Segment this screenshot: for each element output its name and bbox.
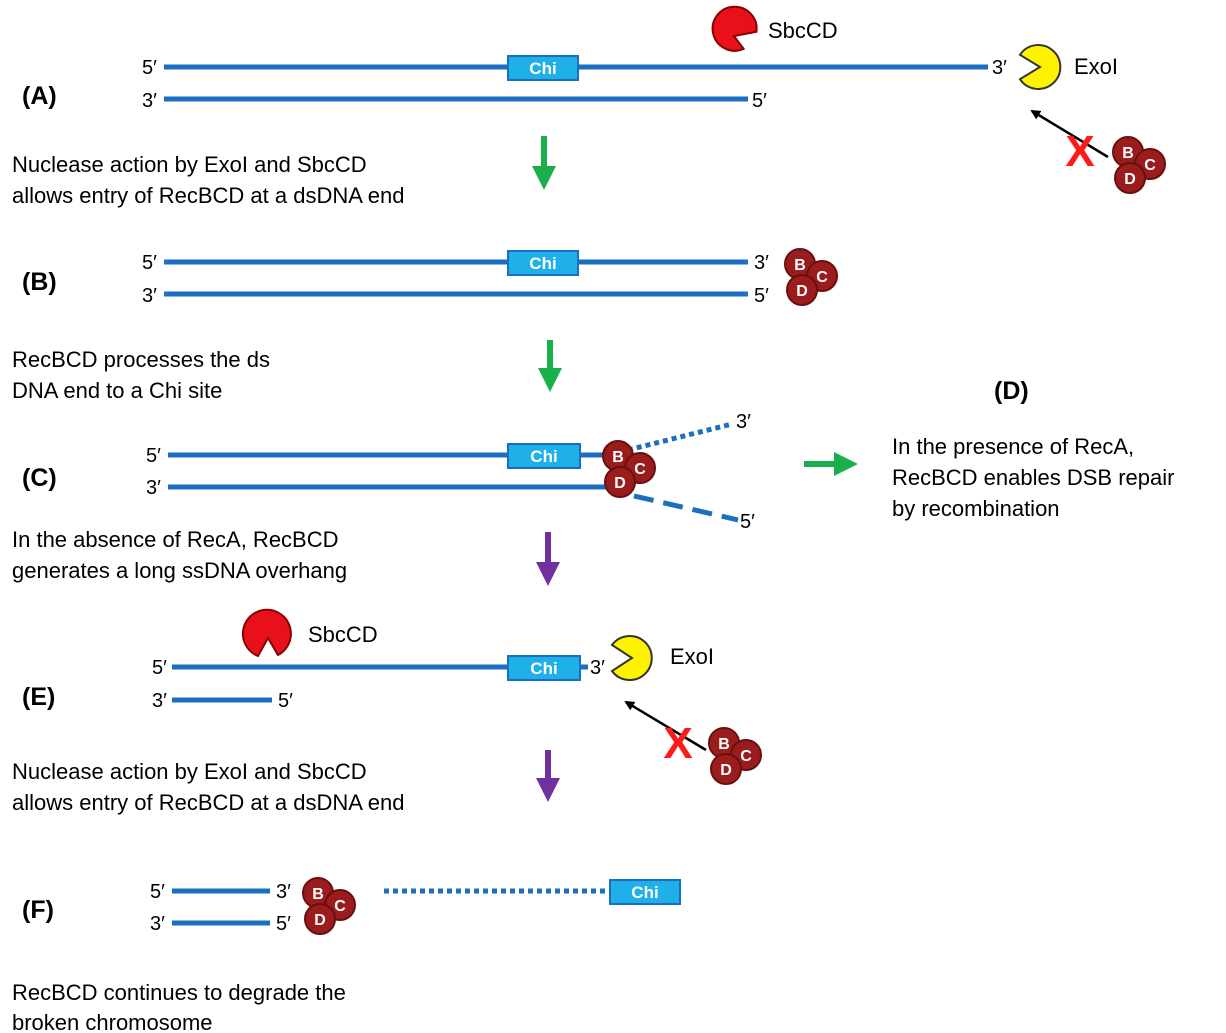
panel-d: (D) In the presence of RecA, RecBCD enab…	[892, 377, 1174, 521]
three-prime-label: 3′	[142, 285, 157, 307]
sbccd-label: SbcCD	[308, 622, 378, 647]
panel-c-label: (C)	[22, 464, 57, 492]
down-arrow-icon	[536, 532, 560, 586]
panel-d-label: (D)	[994, 377, 1029, 405]
panel-e: (E) 5′ 3′ 5′ 3′ Chi SbcCD ExoI X	[22, 608, 762, 785]
panel-e-label: (E)	[22, 683, 55, 711]
blocked-x-icon: X	[1065, 127, 1094, 176]
sbccd-nuclease-icon	[241, 608, 292, 658]
three-prime-label: 3′	[992, 57, 1007, 79]
five-prime-label: 5′	[740, 511, 755, 533]
svg-text:RecBCD enables DSB repair: RecBCD enables DSB repair	[892, 465, 1174, 490]
svg-text:Nuclease action by ExoI and Sb: Nuclease action by ExoI and SbcCD	[12, 759, 367, 784]
ssdna-3prime-overhang	[627, 421, 733, 453]
svg-text:generates a long ssDNA overhan: generates a long ssDNA overhang	[12, 558, 347, 583]
sbccd-label: SbcCD	[768, 18, 838, 43]
panel-f-label: (F)	[22, 896, 54, 924]
panel-f: (F) 5′ 3′ 3′ 5′ Chi	[22, 877, 681, 935]
svg-text:by recombination: by recombination	[892, 496, 1060, 521]
exoi-nuclease-icon	[610, 635, 653, 681]
chi-site: Chi	[507, 250, 579, 276]
three-prime-label: 3′	[142, 90, 157, 112]
five-prime-label: 5′	[150, 881, 165, 903]
chi-site: Chi	[507, 443, 581, 469]
svg-text:Chi: Chi	[529, 59, 556, 78]
panel-a: (A) 5′ 3′ 5′ 3′ Chi SbcCD ExoI X	[22, 5, 1166, 194]
caption-f: RecBCD continues to degrade the broken c…	[12, 980, 346, 1033]
svg-text:Chi: Chi	[530, 659, 557, 678]
recbcd-complex-icon	[1112, 136, 1166, 194]
down-arrow-icon	[536, 750, 560, 802]
exoi-label: ExoI	[1074, 54, 1118, 79]
five-prime-label: 5′	[152, 657, 167, 679]
down-arrow-icon	[538, 340, 562, 392]
svg-text:Chi: Chi	[529, 254, 556, 273]
three-prime-label: 3′	[276, 881, 291, 903]
caption-e: Nuclease action by ExoI and SbcCD allows…	[12, 759, 405, 815]
recbcd-complex-icon	[784, 248, 838, 306]
svg-text:Nuclease action by ExoI and Sb: Nuclease action by ExoI and SbcCD	[12, 152, 367, 177]
svg-text:broken chromosome: broken chromosome	[12, 1010, 213, 1033]
exoi-label: ExoI	[670, 644, 714, 669]
three-prime-label: 3′	[150, 913, 165, 935]
exoi-nuclease-icon	[1018, 44, 1062, 90]
blocked-x-icon: X	[663, 719, 692, 768]
chi-site: Chi	[609, 879, 681, 905]
five-prime-label: 5′	[142, 252, 157, 274]
svg-text:RecBCD continues to degrade th: RecBCD continues to degrade the	[12, 980, 346, 1005]
panel-a-label: (A)	[22, 82, 57, 110]
three-prime-label: 3′	[736, 411, 751, 433]
ssdna-5prime-overhang	[633, 493, 739, 523]
svg-text:In the absence of RecA, RecBCD: In the absence of RecA, RecBCD	[12, 527, 339, 552]
blocked-entry-arrow	[1030, 109, 1109, 159]
chi-site: Chi	[507, 655, 581, 681]
chi-site: Chi	[507, 55, 579, 81]
panel-b-label: (B)	[22, 268, 57, 296]
five-prime-label: 5′	[752, 90, 767, 112]
svg-text:DNA end to a Chi site: DNA end to a Chi site	[12, 378, 222, 403]
three-prime-label: 3′	[146, 477, 161, 499]
svg-text:allows entry of RecBCD at a ds: allows entry of RecBCD at a dsDNA end	[12, 183, 405, 208]
caption-a: Nuclease action by ExoI and SbcCD allows…	[12, 152, 405, 208]
caption-c: In the absence of RecA, RecBCD generates…	[12, 527, 347, 583]
five-prime-label: 5′	[146, 445, 161, 467]
svg-text:Chi: Chi	[631, 883, 658, 902]
five-prime-label: 5′	[142, 57, 157, 79]
svg-text:Chi: Chi	[530, 447, 557, 466]
svg-text:RecBCD processes the ds: RecBCD processes the ds	[12, 347, 270, 372]
five-prime-label: 5′	[276, 913, 291, 935]
svg-text:allows entry of RecBCD at a ds: allows entry of RecBCD at a dsDNA end	[12, 790, 405, 815]
five-prime-label: 5′	[278, 690, 293, 712]
panel-b: (B) 5′ 3′ 3′ 5′ Chi	[22, 248, 838, 307]
sbccd-nuclease-icon	[711, 5, 758, 52]
recbcd-complex-icon	[302, 877, 356, 935]
three-prime-label: 3′	[754, 252, 769, 274]
three-prime-label: 3′	[590, 657, 605, 679]
recbcd-complex-icon	[708, 727, 762, 785]
blocked-entry-arrow	[624, 700, 707, 752]
panel-c: (C) 5′ 3′ Chi 3′ 5′	[22, 411, 755, 533]
right-arrow-icon	[804, 452, 858, 476]
svg-text:In the presence of RecA,: In the presence of RecA,	[892, 434, 1134, 459]
caption-b: RecBCD processes the ds DNA end to a Chi…	[12, 347, 270, 403]
recbcd-complex-icon	[602, 440, 656, 498]
down-arrow-icon	[532, 136, 556, 190]
five-prime-label: 5′	[754, 285, 769, 307]
three-prime-label: 3′	[152, 690, 167, 712]
